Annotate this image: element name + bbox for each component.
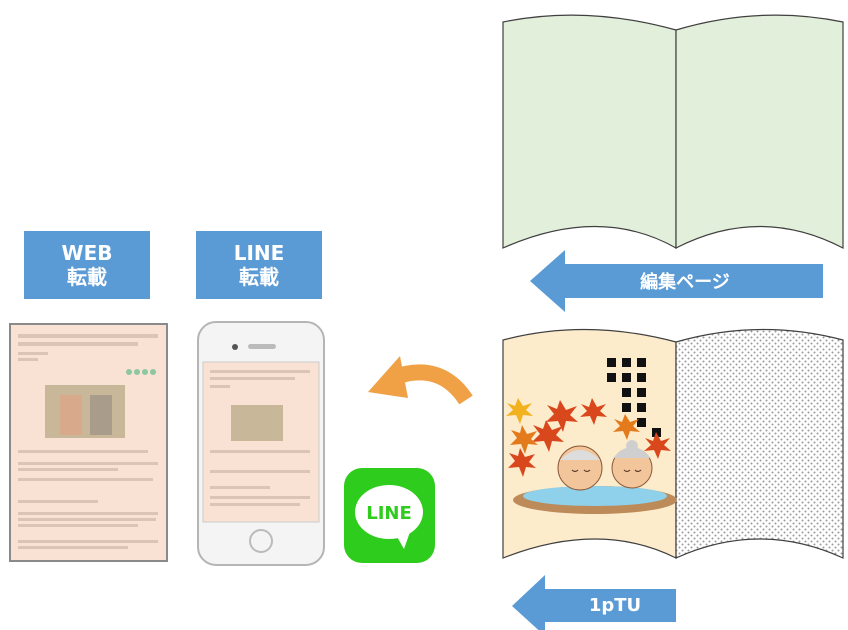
edit-book (502, 14, 844, 250)
curved-arrow-icon (368, 356, 473, 405)
vertical-text-block (607, 358, 661, 437)
one-ptu-label: 1pTU (588, 595, 642, 616)
line-app-icon: LINE (344, 468, 435, 563)
edit-page-label: 編集ページ (640, 272, 730, 293)
line-logo-text: LINE (366, 503, 412, 524)
maple-leaves-illustration (506, 398, 671, 477)
line-label-line2: 転載 (239, 265, 279, 289)
content-book (502, 328, 844, 559)
web-label-line2: 転載 (67, 265, 107, 289)
one-ptu-arrow (512, 575, 676, 630)
hot-spring-couple-illustration (513, 440, 677, 514)
web-transfer-label: WEB 転載 (24, 231, 150, 299)
web-article-icon (9, 323, 168, 562)
edit-page-arrow (530, 250, 823, 312)
line-transfer-label: LINE 転載 (196, 231, 322, 299)
web-label-line1: WEB (61, 241, 113, 265)
smartphone-icon (197, 321, 325, 566)
line-label-line1: LINE (233, 241, 285, 265)
